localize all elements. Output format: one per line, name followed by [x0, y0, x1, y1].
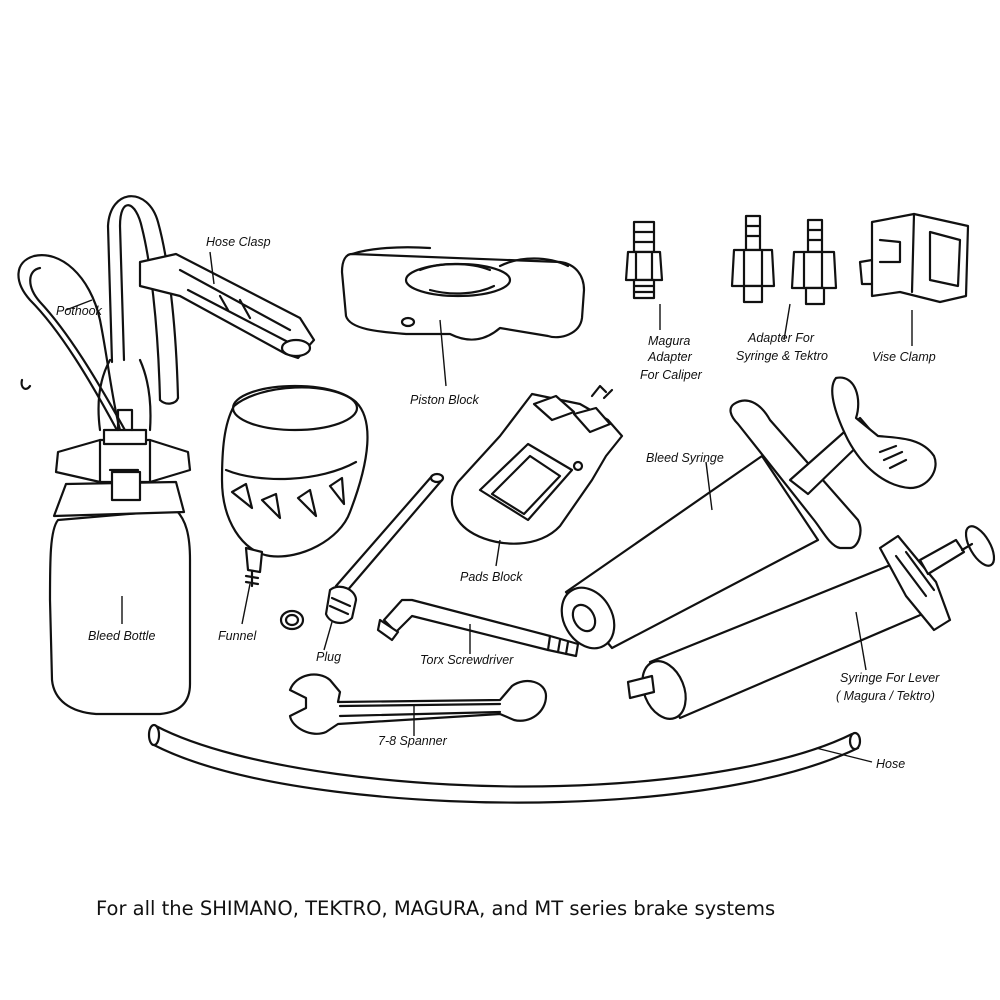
vise-clamp	[858, 212, 970, 304]
lever-syringe	[626, 525, 996, 720]
hose	[147, 723, 862, 804]
label-torx-screwdriver: Torx Screwdriver	[420, 653, 514, 667]
spanner	[288, 673, 548, 735]
label-adapter-syringe-1: Adapter For	[747, 331, 815, 345]
label-pads-block: Pads Block	[460, 570, 523, 584]
piston-block	[340, 246, 586, 341]
torx-screwdriver	[376, 598, 580, 658]
label-funnel: Funnel	[218, 629, 257, 643]
label-lever-syringe-1: Syringe For Lever	[840, 671, 940, 685]
label-spanner: 7-8 Spanner	[378, 734, 448, 748]
label-piston-block: Piston Block	[410, 393, 480, 407]
label-hose: Hose	[876, 757, 905, 771]
label-bleed-syringe: Bleed Syringe	[646, 451, 724, 465]
leader-lines	[65, 251, 913, 763]
label-vise-clamp: Vise Clamp	[872, 350, 936, 364]
pads-block	[450, 384, 624, 545]
label-pothook: Pothook	[56, 304, 103, 318]
label-bleed-bottle: Bleed Bottle	[88, 629, 155, 643]
label-lever-syringe-2: ( Magura / Tektro)	[836, 689, 935, 703]
plug	[279, 472, 445, 631]
hose-clasp	[106, 195, 316, 405]
magura-adapter	[624, 220, 664, 300]
label-magura-adapter-2: Adapter	[647, 350, 693, 364]
funnel	[220, 384, 369, 588]
label-hose-clasp: Hose Clasp	[206, 235, 271, 249]
label-magura-adapter-3: For Caliper	[640, 368, 703, 382]
label-adapter-syringe-2: Syringe & Tektro	[736, 349, 828, 363]
caption: For all the SHIMANO, TEKTRO, MAGURA, and…	[96, 897, 776, 920]
bleed-bottle	[17, 254, 192, 716]
bleed-syringe	[560, 376, 937, 650]
label-magura-adapter-1: Magura	[648, 334, 690, 348]
label-plug: Plug	[316, 650, 341, 664]
syringe-tektro-adapters	[730, 214, 838, 306]
